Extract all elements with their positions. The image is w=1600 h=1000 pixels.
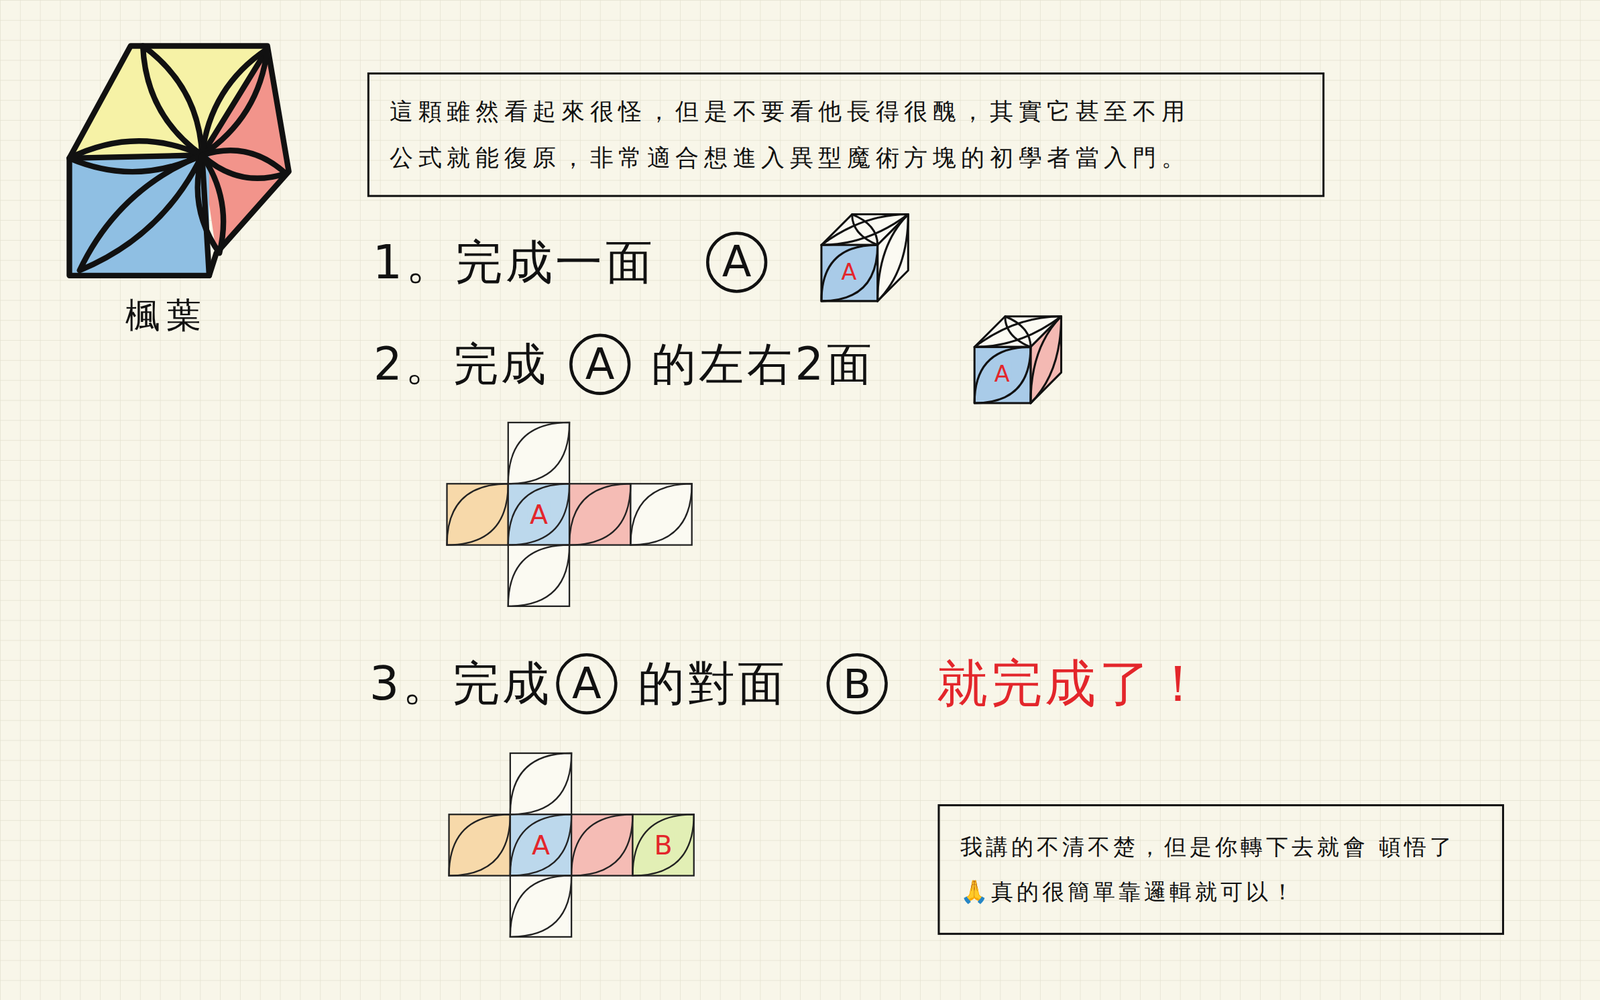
cube-front-face [974, 346, 1031, 404]
face-letter: A [722, 240, 752, 284]
face-letter: B [842, 663, 872, 705]
net-face: B [632, 814, 694, 876]
note-text: 這顆雖然看起來很怪，但是不要看他長得很醜，其實它甚至不用 公式就能復原，非常適合… [389, 88, 1302, 181]
net-cell [571, 814, 633, 876]
step-text: 的左右2面 [651, 339, 875, 389]
cube-net-step3 [449, 753, 695, 937]
circled-letter: A [555, 653, 617, 715]
leaf-lens [630, 483, 692, 545]
net-cell [510, 814, 572, 876]
face-letter: B [651, 831, 674, 859]
intro-note-box: 這顆雖然看起來很怪，但是不要看他長得很醜，其實它甚至不用 公式就能復原，非常適合… [367, 72, 1325, 198]
small-cube-step2 [974, 316, 1061, 404]
net-cell [510, 875, 572, 937]
cube-outline [69, 45, 289, 275]
face-letter: A [527, 500, 550, 528]
step-text: 2。完成 [373, 339, 550, 389]
cube-right-face [1030, 316, 1062, 404]
leaf-lens [449, 814, 511, 876]
leaf-lens [632, 814, 694, 876]
step-text: 的對面 [637, 657, 788, 710]
done-text: 就完成了！ [936, 655, 1208, 713]
face-letter: A [585, 342, 615, 386]
net-cell [449, 814, 511, 876]
net-cell [632, 814, 694, 876]
net-cell [508, 545, 570, 607]
net-face: A [508, 483, 570, 545]
note-text: 我講的不清不楚，但是你轉下去就會 頓悟了🙏真的很簡單靠邏輯就可以！ [960, 824, 1482, 915]
leaf-lens [1005, 316, 1031, 348]
face-letter: A [992, 362, 1012, 387]
leaf-lens [508, 545, 570, 607]
net-cell [508, 422, 570, 484]
step-text: 1。完成一面 [372, 236, 656, 289]
circled-letter: B [826, 653, 888, 715]
leaf-petal [142, 45, 202, 155]
small-cube-step1 [821, 214, 908, 302]
net-cell [508, 483, 570, 545]
leaf-lens [508, 483, 570, 545]
leaf-petal [79, 154, 203, 271]
leaf-lens [877, 214, 909, 302]
tip-note-box: 我講的不清不楚，但是你轉下去就會 頓悟了🙏真的很簡單靠邏輯就可以！ [937, 804, 1505, 935]
step-text: 3。完成 [369, 657, 553, 710]
leaf-lens [510, 875, 572, 937]
cube-right-face [877, 214, 909, 302]
net-cell [510, 753, 572, 815]
leaf-lens [508, 422, 570, 484]
cube-name: 楓葉 [125, 293, 208, 340]
cube-net-step2 [446, 422, 692, 607]
leaf-lens [569, 483, 631, 545]
cube-edge [69, 48, 267, 276]
net-face: A [510, 814, 572, 876]
leaf-lens [821, 244, 878, 302]
maple-cube-illustration [66, 45, 290, 275]
circled-letter: A [569, 333, 631, 395]
leaf-lens [510, 753, 572, 815]
net-cell [446, 483, 508, 545]
leaf-lens [1030, 316, 1062, 404]
leaf-lens [510, 814, 572, 876]
leaf-lens [571, 814, 633, 876]
face-letter: A [839, 260, 860, 285]
net-cell [569, 483, 631, 545]
leaf-lens [974, 346, 1031, 404]
circled-letter: A [706, 231, 768, 293]
net-cell [630, 483, 692, 545]
cube-front-face [821, 244, 878, 302]
face-letter: A [529, 831, 552, 859]
face-letter: A [572, 662, 602, 706]
leaf-lens [852, 214, 878, 246]
leaf-petal [201, 48, 267, 155]
leaf-lens [446, 483, 508, 545]
leaf-petal [197, 154, 224, 253]
